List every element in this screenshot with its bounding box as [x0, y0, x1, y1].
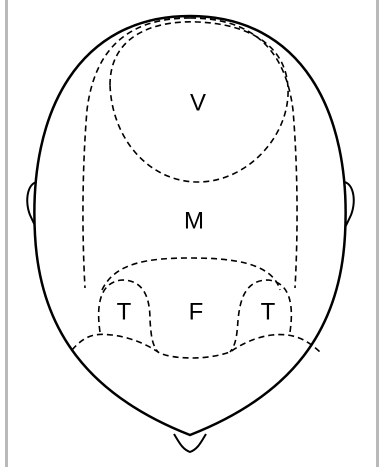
label-vertex: V	[190, 89, 206, 116]
label-temporal-right: T	[261, 298, 276, 325]
label-mid-scalp: M	[184, 207, 204, 234]
label-frontal: F	[189, 298, 204, 325]
nose-outline	[174, 434, 206, 452]
label-temporal-left: T	[117, 298, 132, 325]
